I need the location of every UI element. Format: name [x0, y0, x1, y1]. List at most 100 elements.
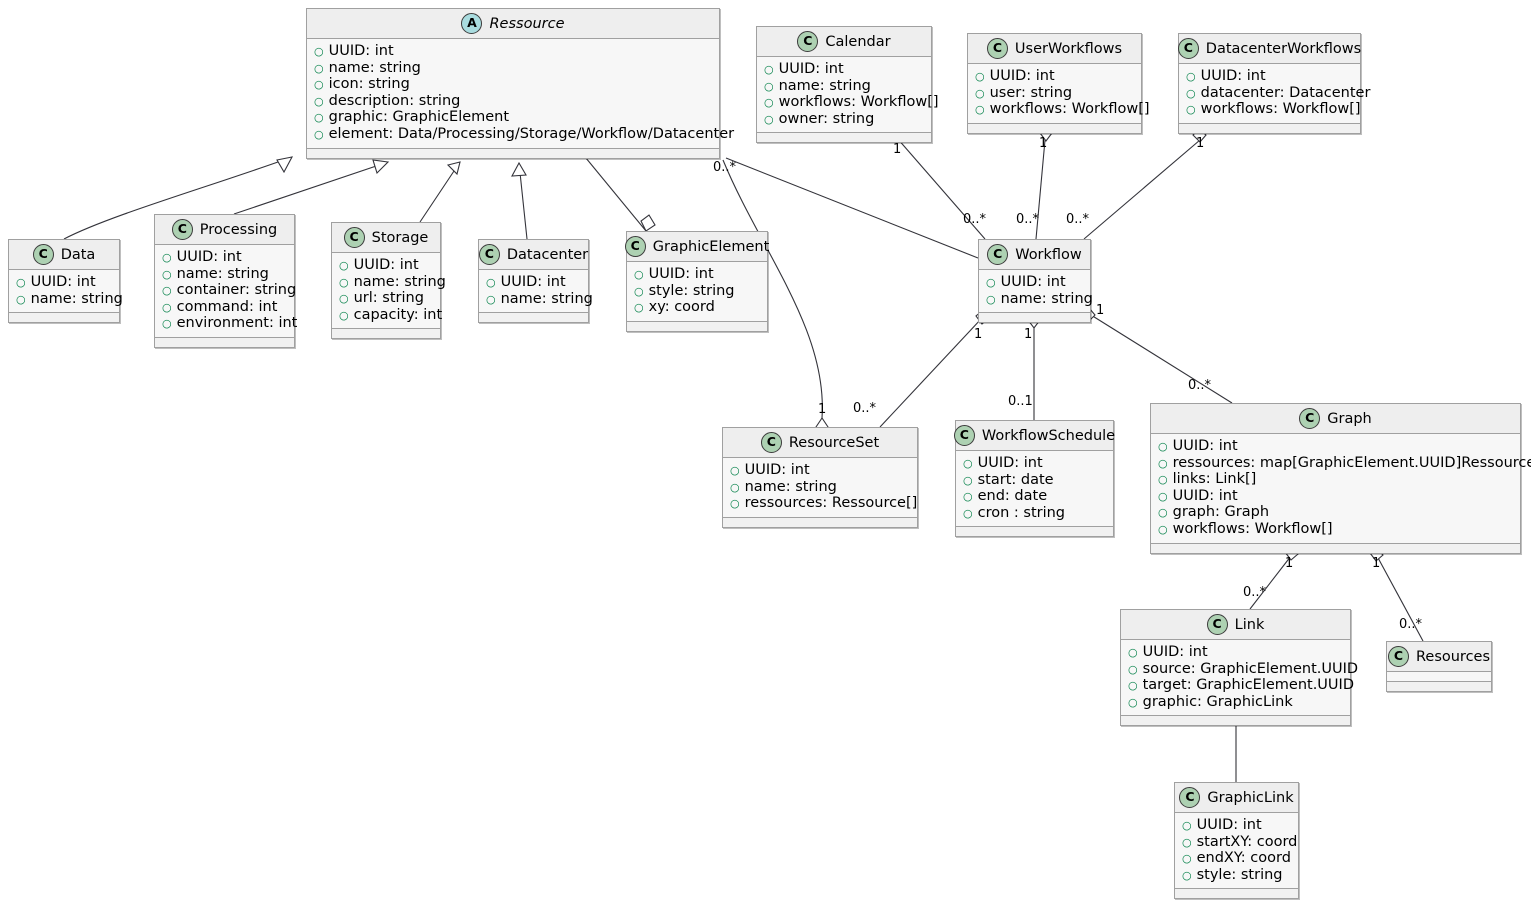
- visibility-public-icon: ○: [339, 259, 349, 272]
- class-methods-calendar: [757, 132, 931, 143]
- attribute-text: style: string: [1196, 866, 1283, 883]
- class-title-ressource: Ressource: [489, 15, 565, 32]
- visibility-public-icon: ○: [1158, 473, 1168, 487]
- attribute-text: command: int: [176, 298, 278, 315]
- class-methods-graphiclink: [1175, 888, 1298, 899]
- class-title-userworkflows: UserWorkflows: [1014, 40, 1123, 57]
- attribute-text: name: string: [1000, 290, 1093, 307]
- attribute-row: ○UUID: int: [634, 266, 759, 283]
- class-title-datacenterworkflows: DatacenterWorkflows: [1205, 40, 1362, 57]
- class-attributes-workflow: ○UUID: int○name: string: [979, 270, 1093, 313]
- visibility-public-icon: ○: [1158, 489, 1168, 503]
- attribute-text: element: Data/Processing/Storage/Workflo…: [328, 125, 735, 142]
- class-methods-workflow: [979, 312, 1090, 323]
- multiplicity-label: 0..*: [963, 212, 987, 227]
- attribute-row: ○UUID: int: [314, 43, 711, 60]
- class-attributes-resourceset: ○UUID: int○name: string○ressources: Ress…: [723, 458, 917, 517]
- visibility-public-icon: ○: [162, 317, 172, 331]
- attribute-row: ○UUID: int: [963, 455, 1105, 472]
- class-methods-datacenterworkflows: [1179, 122, 1360, 133]
- visibility-public-icon: ○: [339, 292, 349, 306]
- attribute-text: name: string: [500, 290, 593, 307]
- attribute-row: ○environment: int: [162, 315, 297, 332]
- aggregation-diamond-graphicelement: [640, 214, 656, 232]
- class-methods-processing: [155, 336, 294, 347]
- multiplicity-label: 1: [1285, 556, 1294, 571]
- attribute-row: ○ UUID: int: [339, 257, 432, 274]
- attribute-row: ○target: GraphicElement.UUID: [1128, 677, 1354, 694]
- inheritance-arrow-storage: [446, 161, 461, 176]
- class-methods-resources: [1387, 681, 1491, 691]
- class-title-storage: Storage: [371, 229, 429, 246]
- attribute-row: ○name: string: [314, 60, 711, 77]
- class-methods-ressource: [307, 147, 719, 158]
- attribute-text: ressources: map[GraphicElement.UUID]Ress…: [1172, 454, 1531, 471]
- attribute-text: graphic: GraphicElement: [328, 109, 510, 126]
- attribute-row: ○UUID: int: [986, 274, 1082, 291]
- attribute-row: ○links: Link[]: [1158, 471, 1512, 488]
- attribute-row: ○graph: Graph: [1158, 504, 1512, 521]
- class-attributes-link: ○UUID: int○source: GraphicElement.UUID○t…: [1121, 640, 1358, 716]
- class-attributes-graphicelement: ○UUID: int○style: string○xy: coord: [627, 262, 767, 321]
- attribute-row: ○workflows: Workflow[]: [764, 94, 939, 111]
- visibility-public-icon: ○: [1128, 679, 1138, 693]
- multiplicity-label: 0..*: [853, 401, 877, 416]
- attribute-text: UUID: int: [176, 249, 242, 265]
- attribute-text: cron : string: [977, 504, 1066, 521]
- attribute-row: ○graphic: GraphicLink: [1128, 694, 1342, 711]
- multiplicity-label: 0..*: [1016, 212, 1040, 227]
- visibility-public-icon: ○: [1182, 835, 1192, 849]
- attribute-text: UUID: int: [353, 257, 419, 273]
- edge-storage-ressource: [419, 161, 461, 223]
- visibility-public-icon: ○: [1158, 522, 1168, 536]
- visibility-public-icon: ○: [764, 79, 774, 93]
- attribute-row: ○name: string: [339, 274, 446, 291]
- multiplicity-label: 0..*: [1066, 212, 1090, 227]
- class-badge-icon: C: [1177, 38, 1199, 59]
- class-title-datacenter: Datacenter: [506, 246, 589, 263]
- attribute-row: ○user: string: [975, 85, 1133, 102]
- attribute-row: ○cron : string: [963, 505, 1105, 522]
- attribute-text: UUID: int: [1172, 438, 1238, 454]
- edge-datacenter-ressource: [518, 162, 528, 240]
- class-attributes-storage: ○UUID: int○name: string○url: string○capa…: [332, 253, 446, 329]
- attribute-row: ○endXY: coord: [1182, 850, 1291, 867]
- visibility-public-icon: ○: [314, 61, 324, 75]
- attribute-row: ○command: int: [162, 299, 286, 316]
- attribute-row: ○name: string: [16, 291, 123, 308]
- multiplicity-label: 1: [1039, 136, 1048, 151]
- attribute-text: end: date: [977, 488, 1048, 505]
- class-badge-icon: C: [797, 31, 819, 52]
- attribute-text: name: string: [353, 273, 446, 290]
- class-badge-icon: C: [1206, 614, 1228, 635]
- attribute-row: ○end: date: [963, 488, 1105, 505]
- attribute-text: user: string: [989, 84, 1073, 101]
- attribute-text: UUID: int: [977, 455, 1043, 471]
- visibility-public-icon: ○: [486, 292, 496, 306]
- attribute-text: UUID: int: [500, 274, 566, 290]
- visibility-public-icon: ○: [314, 127, 324, 141]
- class-badge-icon: C: [953, 425, 975, 446]
